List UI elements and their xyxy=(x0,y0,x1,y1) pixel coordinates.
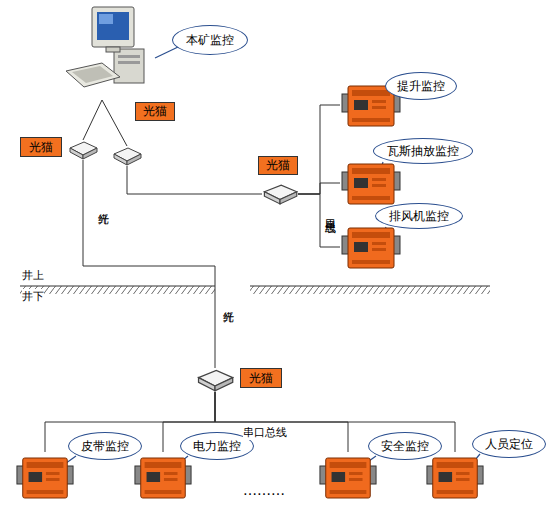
monitor-station: 排风机监控 xyxy=(340,222,402,272)
modem-icon xyxy=(196,368,234,392)
bus-line xyxy=(298,183,340,194)
modem-icon xyxy=(262,183,298,205)
edge-label: 光纤 xyxy=(95,204,110,206)
optical-modem: 光猫 xyxy=(112,146,142,166)
bus-line xyxy=(298,194,340,247)
annotation: 串口总线 xyxy=(243,425,287,440)
monitor-station: 电力监控 xyxy=(133,452,193,502)
callout-bubble: 本矿监控 xyxy=(172,25,248,55)
monitor-station-icon xyxy=(15,452,75,502)
modem-label: 光猫 xyxy=(20,137,62,157)
fiber-line xyxy=(83,160,215,368)
modem-label: 光猫 xyxy=(258,156,298,175)
modem-icon xyxy=(68,140,98,160)
callout-bubble: 瓦斯抽放监控 xyxy=(373,138,473,164)
bus-line xyxy=(83,100,102,140)
ground-hatch xyxy=(250,286,490,294)
callout-bubble: 排风机监控 xyxy=(375,203,463,229)
bus-line xyxy=(102,100,127,146)
monitor-station-icon xyxy=(318,452,378,502)
optical-modem: 光猫 xyxy=(196,368,234,392)
callout-bubble: 安全监控 xyxy=(368,432,442,460)
monitor-station: 人员定位 xyxy=(425,452,485,502)
monitor-station-icon xyxy=(340,222,402,272)
bubble-tails xyxy=(62,47,480,466)
monitor-station: 皮带监控 xyxy=(15,452,75,502)
bus-label: 串口总线 xyxy=(322,210,337,214)
computer-icon xyxy=(62,5,162,100)
annotation: ……… xyxy=(243,482,285,498)
monitor-station-icon xyxy=(425,452,485,502)
modem-label: 光猫 xyxy=(240,368,282,388)
bus-line xyxy=(298,105,340,194)
monitor-station-icon xyxy=(340,158,402,208)
annotation: 井下 xyxy=(22,289,44,304)
bus-line xyxy=(127,166,262,194)
bus-label: 光纤 xyxy=(220,302,235,304)
monitor-station: 瓦斯抽放监控 xyxy=(340,158,402,208)
computer: 本矿监控 xyxy=(62,5,162,100)
callout-bubble: 人员定位 xyxy=(472,430,546,458)
ground-hatch xyxy=(20,286,215,294)
monitor-station-icon xyxy=(133,452,193,502)
monitor-station: 提升监控 xyxy=(340,80,402,130)
monitor-station: 安全监控 xyxy=(318,452,378,502)
modem-label: 光猫 xyxy=(135,102,175,121)
annotation: 井上 xyxy=(22,268,44,283)
callout-bubble: 皮带监控 xyxy=(68,432,142,460)
callout-bubble: 提升监控 xyxy=(385,72,457,100)
optical-modem: 光猫 xyxy=(262,183,298,205)
optical-modem: 光猫 xyxy=(68,140,98,160)
modem-icon xyxy=(112,146,142,166)
